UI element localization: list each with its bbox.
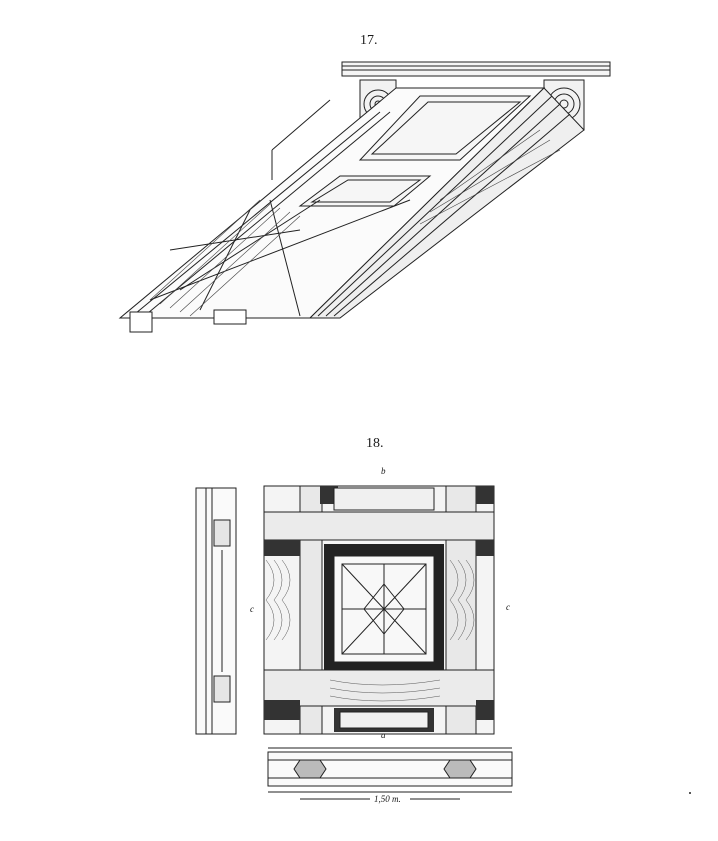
ceiling-perspective-body (118, 87, 585, 333)
figure-18-number: 18. (366, 436, 384, 451)
ceiling-hatching (149, 129, 561, 317)
figure-17-number: 17. (360, 33, 378, 48)
label-b: b (381, 466, 386, 476)
label-a: a (381, 730, 386, 740)
scale-label: 1,50 m. (374, 794, 401, 804)
label-c-left: c (250, 604, 254, 614)
side-section (195, 487, 237, 735)
coffer-plan (263, 485, 495, 735)
wood-grain-hatching (265, 559, 475, 702)
label-c-right: c (506, 602, 510, 612)
bottom-section (267, 747, 513, 800)
ceiling-beam-top (341, 61, 611, 77)
